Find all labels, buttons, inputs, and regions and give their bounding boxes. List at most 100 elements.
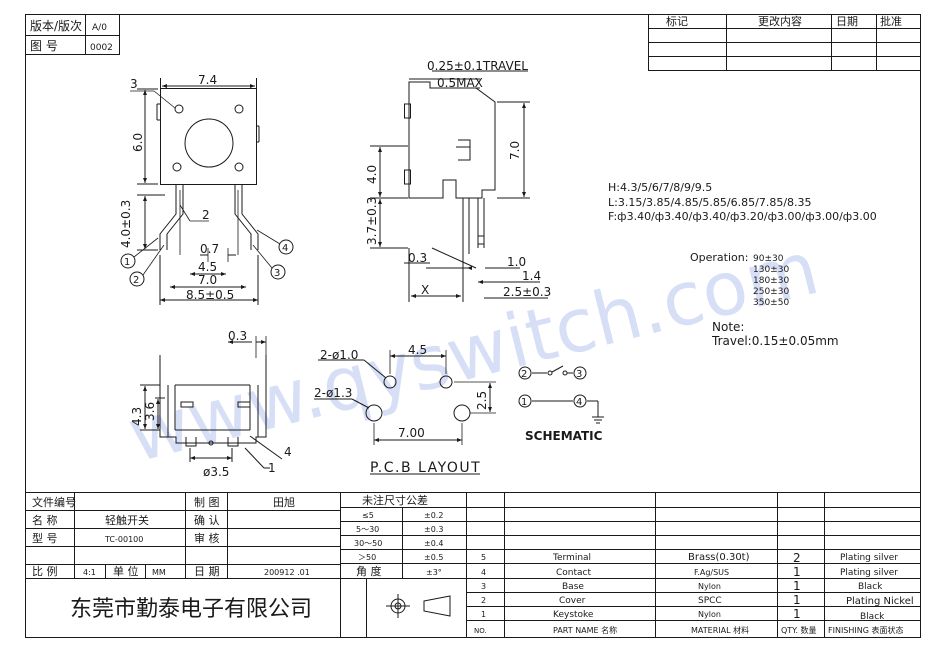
drawing-no-label: 图 号: [30, 39, 58, 53]
title-block: 文件编号 名 称 轻触开关 型 号 TC-00100 比 例 4:1 单 位 M…: [25, 492, 920, 637]
side-dim-body: 4.0: [365, 165, 379, 184]
bom-no-3: 3: [481, 582, 486, 591]
side-dim-pin: 3.7±0.3: [365, 197, 379, 245]
rev-header-mark: 标记: [666, 14, 688, 28]
file-no-label: 文件编号: [32, 495, 76, 509]
draw-label: 制 图: [194, 496, 220, 509]
tolerance-title: 未注尺寸公差: [362, 493, 428, 507]
bom-header-finish: FINISHING 表面状态: [828, 625, 903, 635]
front-dim-height: 6.0: [131, 133, 145, 152]
tolerance-value-5: ±3°: [426, 568, 442, 577]
front-callout-3b: 3: [274, 268, 280, 279]
bom-header-part: PART NAME 名称: [553, 625, 617, 635]
side-dim-thick: 0.3: [408, 251, 427, 265]
bom-part-4: Contact: [556, 568, 591, 578]
bom-material-3: Nylon: [698, 582, 721, 591]
pcb-layout: 2-ø1.0 2-ø1.3 4.5 2.5 7.00 P.C.B LAYOUT: [314, 343, 496, 476]
bom-finish-4: Plating silver: [840, 568, 898, 578]
date-value: 200912 .01: [264, 568, 310, 577]
bom-material-2: SPCC: [698, 596, 722, 606]
date-label: 日 期: [194, 565, 220, 578]
bom-qty-4: 1: [793, 565, 801, 579]
bom-no-4: 4: [481, 568, 486, 577]
bom-header-qty: QTY. 数量: [781, 625, 817, 635]
schematic-pin-3: 3: [576, 369, 582, 380]
tolerance-range-3: 30～50: [354, 539, 382, 548]
bom-finish-2: Plating Nickel: [846, 596, 914, 607]
bom-qty-3: 1: [793, 579, 801, 593]
schematic: 2 3 1 4 SCHEMATIC: [518, 365, 604, 443]
operation-value-3: 180±30: [753, 276, 789, 286]
front-dim-pin-width: 0.7: [200, 242, 219, 256]
front-dim-span: 7.0: [198, 273, 217, 287]
bom-finish-3: Black: [858, 582, 883, 592]
schematic-label: SCHEMATIC: [525, 429, 603, 443]
rev-header-date: 日期: [836, 15, 858, 28]
front-view: 3 2 1 2 3 4 7.4 6.0 4.0±0.3 0.7 4.5 7.0 …: [119, 73, 294, 305]
name-label: 名 称: [32, 513, 58, 527]
draw-value: 田旭: [273, 495, 295, 509]
tolerance-range-4: ＞50: [358, 553, 376, 562]
revision-table: 标记 更改内容 日期 批准: [648, 14, 920, 71]
front-callout-2-center: 2: [202, 208, 210, 222]
front-dim-overall: 8.5±0.5: [186, 288, 234, 302]
pcb-dim-row: 2.5: [475, 391, 489, 410]
side-dim-x: X: [421, 283, 429, 297]
schematic-pin-1: 1: [521, 397, 527, 408]
drawing-no-value: 0002: [90, 43, 113, 53]
tolerance-value-1: ±0.2: [424, 511, 443, 520]
company-name: 东莞市勤泰电子有限公司: [70, 597, 312, 622]
confirm-label: 确 认: [194, 514, 220, 527]
bom-finish-1: Black: [860, 612, 885, 622]
tolerance-range-5: 角 度: [356, 564, 382, 578]
version-label: 版本/版次: [30, 19, 82, 33]
bom-header-material: MATERIAL 材料: [691, 625, 749, 635]
tolerance-range-1: ≤5: [362, 511, 374, 520]
name-value: 轻触开关: [105, 513, 149, 527]
operation-value-2: 130±30: [753, 265, 789, 275]
front-callout-2: 2: [133, 275, 139, 286]
bom-finish-5: Plating silver: [840, 553, 898, 563]
unit-label: 单 位: [113, 564, 139, 578]
side-dim-2-5: 2.5±0.3: [503, 285, 551, 299]
front-callout-4: 4: [282, 243, 288, 254]
note-label: Note:: [712, 320, 744, 334]
scale-value: 4:1: [83, 568, 96, 577]
bom-part-3: Base: [562, 582, 584, 592]
spec-l: L:3.15/3.85/4.85/5.85/6.85/7.85/8.35: [608, 196, 812, 209]
bom-part-2: Cover: [559, 596, 586, 606]
schematic-pin-4: 4: [576, 397, 582, 408]
rev-header-approve: 批准: [880, 14, 902, 28]
scale-label: 比 例: [32, 564, 58, 578]
bom-no-1: 1: [481, 610, 486, 619]
tolerance-value-3: ±0.4: [424, 539, 443, 548]
pcb-title: P.C.B LAYOUT: [370, 460, 481, 476]
bom-qty-2: 1: [793, 593, 801, 607]
pcb-dim-span: 7.00: [398, 426, 425, 440]
front-dim-pitch: 4.5: [198, 260, 217, 274]
front-dim-pin: 4.0±0.3: [119, 200, 133, 248]
operation-value-5: 350±50: [753, 298, 789, 308]
bottom-dim-diameter: ø3.5: [203, 465, 229, 479]
model-value: TC-00100: [104, 535, 143, 544]
bottom-dim-3-6: 3.6: [143, 402, 157, 421]
spec-notes: H:4.3/5/6/7/8/9/9.5 L:3.15/3.85/4.85/5.8…: [608, 181, 877, 348]
version-header: 版本/版次 A/0 图 号 0002: [25, 14, 120, 55]
side-dim-height: 7.0: [508, 141, 522, 160]
bom-material-4: F.Ag/SUS: [694, 568, 729, 577]
version-value: A/0: [92, 23, 107, 33]
bom-table: 5 Terminal Brass(0.30t) 2 Plating silver…: [466, 492, 920, 637]
front-dim-width: 7.4: [198, 73, 217, 87]
schematic-pin-2: 2: [521, 369, 527, 380]
bottom-callout-1: 1: [268, 461, 276, 475]
side-dim-1-4: 1.4: [522, 269, 541, 283]
operation-value-4: 250±30: [753, 287, 789, 297]
operation-label: Operation:: [690, 251, 748, 264]
bottom-callout-4: 4: [284, 445, 292, 459]
sheet-border: [25, 14, 921, 638]
tolerance-value-4: ±0.5: [424, 553, 443, 562]
front-callout-1: 1: [124, 257, 130, 268]
side-view: 0.25±0.1TRAVEL 0.5MAX 7.0 4.0 3.7±0.3 0.…: [365, 59, 551, 302]
bom-part-1: Keystoke: [553, 610, 594, 620]
